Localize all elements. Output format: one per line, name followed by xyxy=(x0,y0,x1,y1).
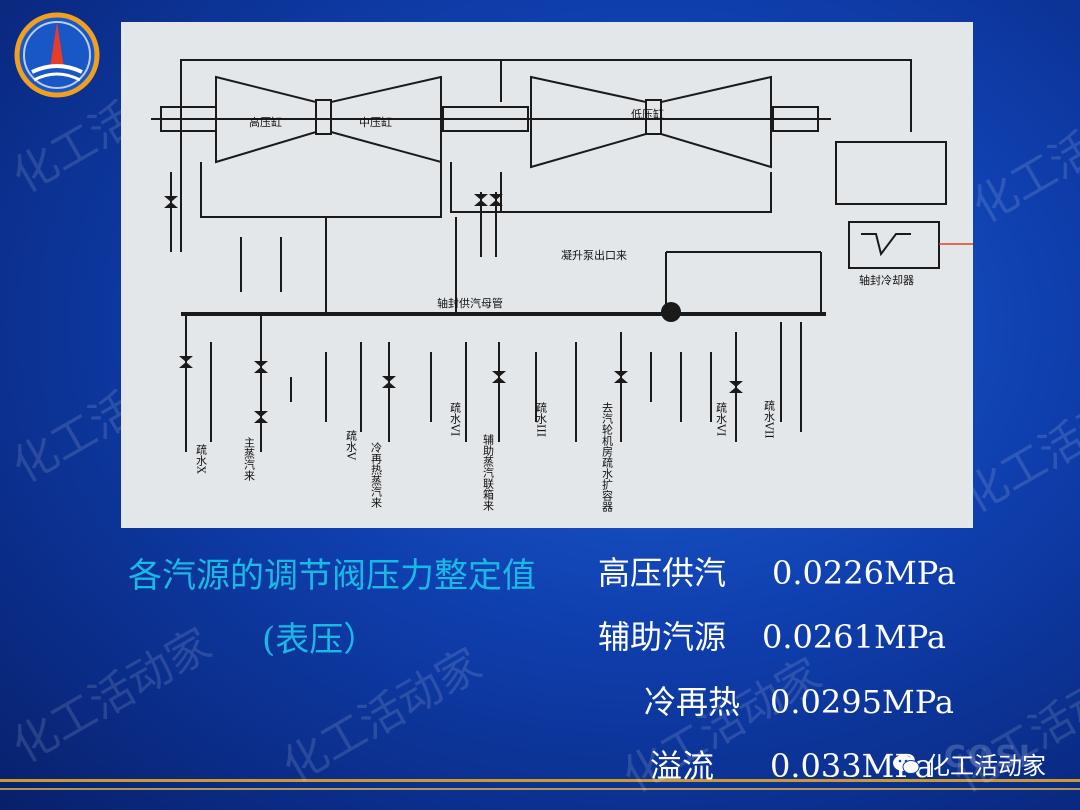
label-drain-v: 疏水V xyxy=(345,429,358,461)
watermark: 化工活动家 xyxy=(964,78,1080,233)
label-hp-cylinder: 高压缸 xyxy=(249,115,282,129)
label-condensate: 凝升泵出口来 xyxy=(561,248,627,262)
footer-gold-band xyxy=(0,779,1080,782)
label-drain-vii: 疏水VII xyxy=(763,399,776,439)
setting-row: 辅助汽源 0.0261MPa xyxy=(598,612,946,658)
label-main-steam: 主蒸汽来 xyxy=(243,437,256,481)
setting-name: 溢流 xyxy=(650,747,715,785)
label-ip-cylinder: 中压缸 xyxy=(359,115,392,129)
gland-steam-system-diagram: 高压缸 中压缸 低压缸 轴封供汽母管 凝升泵出口来 轴封冷却器 疏水X 主蒸汽来… xyxy=(121,22,973,528)
setting-value: 0.0295MPa xyxy=(770,683,954,721)
brand-badge: 化工活动家 xyxy=(892,746,1046,781)
footer-gold-line xyxy=(0,788,1080,790)
watermark: 化工活动家 xyxy=(4,618,221,773)
caption-subtitle: (表压） xyxy=(262,620,378,660)
brand-name: 化工活动家 xyxy=(926,752,1046,780)
label-flash-tank: 去汽轮机房疏水扩容器 xyxy=(601,402,614,513)
label-drain-vi: 疏水VI xyxy=(449,401,462,437)
label-header: 轴封供汽母管 xyxy=(437,296,503,310)
wechat-icon xyxy=(893,754,920,774)
setting-name: 高压供汽 xyxy=(598,554,727,592)
company-logo-icon xyxy=(14,12,100,98)
label-drain-vi-b: 疏水VI xyxy=(715,401,728,437)
label-lp-cylinder: 低压缸 xyxy=(631,107,664,121)
setting-row: 冷再热 0.0295MPa xyxy=(644,677,954,723)
cosl-watermark: COSL xyxy=(943,740,1040,775)
label-aux-steam: 辅助蒸汽联箱来 xyxy=(482,433,495,511)
setting-value: 0.0261MPa xyxy=(762,618,946,656)
setting-name: 冷再热 xyxy=(644,683,741,721)
label-drain-x: 疏水X xyxy=(195,443,208,474)
caption-title: 各汽源的调节阀压力整定值 xyxy=(128,556,536,596)
label-drain-iii: 疏水III xyxy=(535,401,548,437)
setting-value: 0.0226MPa xyxy=(772,554,956,592)
setting-row: 高压供汽 0.0226MPa xyxy=(598,548,956,594)
label-gland-cooler: 轴封冷却器 xyxy=(859,273,914,287)
setting-name: 辅助汽源 xyxy=(598,618,727,656)
label-cold-reheat: 冷再热蒸汽来 xyxy=(370,442,383,508)
